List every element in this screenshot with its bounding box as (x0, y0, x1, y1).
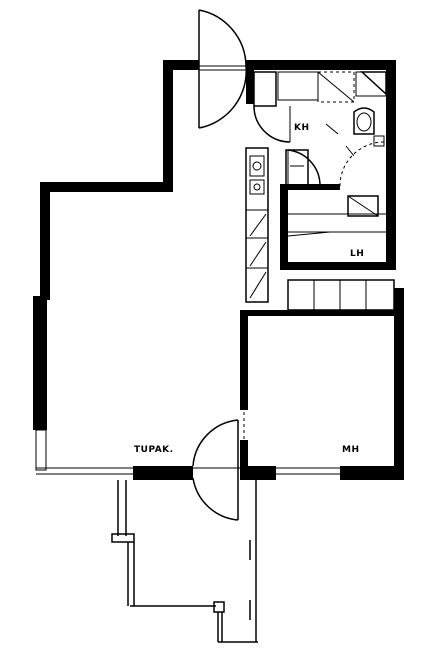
windows (35, 429, 340, 475)
room-label-mh: MH (342, 445, 360, 455)
entry-door (198, 9, 247, 129)
storage-wardrobes (287, 213, 395, 311)
balcony (111, 480, 258, 643)
exterior-walls (33, 60, 404, 480)
room-label-lh: LH (350, 249, 364, 259)
bathroom-fixtures (253, 71, 387, 217)
kitchen-counter (245, 147, 309, 303)
balcony-door (192, 400, 245, 521)
room-label-tupak: TUPAK. (134, 445, 174, 455)
room-label-kh: KH (294, 123, 310, 133)
